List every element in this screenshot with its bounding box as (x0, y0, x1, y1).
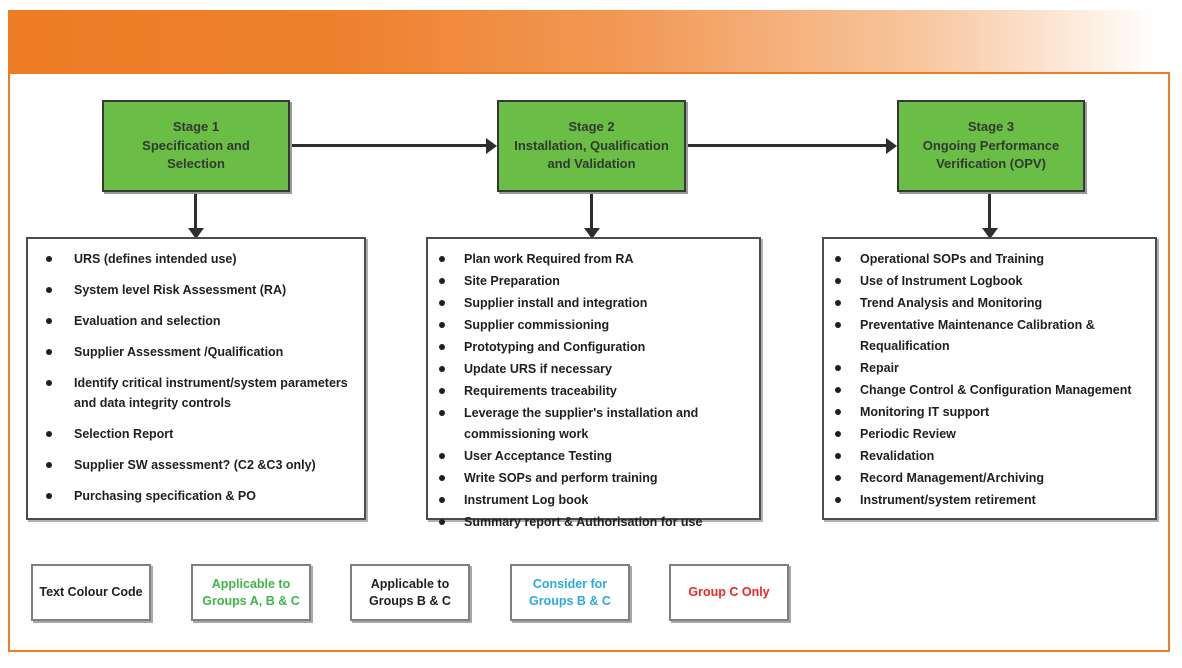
stage-2-title-line3: and Validation (547, 156, 636, 172)
list-item: Monitoring IT support (824, 402, 1151, 423)
list-item: User Acceptance Testing (428, 446, 755, 467)
list-item: Selection Report (28, 424, 360, 444)
stage-1-items: URS (defines intended use) System level R… (28, 249, 360, 506)
list-item: Preventative Maintenance Calibration & R… (824, 315, 1151, 357)
list-item: Supplier commissioning (428, 315, 755, 336)
arrow-stage2-to-list (590, 194, 593, 228)
legend-group-c-only: Group C Only (669, 564, 789, 621)
list-item: Site Preparation (428, 271, 755, 292)
list-item: Leverage the supplier's installation and… (428, 403, 755, 445)
list-item: Requirements traceability (428, 381, 755, 402)
legend-label: Consider for Groups B & C (529, 577, 611, 608)
list-item: Evaluation and selection (28, 311, 360, 331)
list-item: Instrument Log book (428, 490, 755, 511)
list-item: Trend Analysis and Monitoring (824, 293, 1151, 314)
stage-3-title-line2: Ongoing Performance (922, 137, 1060, 153)
arrow-stage1-to-list (194, 194, 197, 228)
stage-1-title-line3: Selection (167, 156, 225, 172)
stage-1-title-line1: Stage 1 (172, 118, 220, 134)
arrow-stage3-to-list (988, 194, 991, 228)
legend-label: Applicable to Groups B & C (369, 577, 451, 608)
stage-3-title-line1: Stage 3 (967, 118, 1015, 134)
list-item: Purchasing specification & PO (28, 486, 360, 506)
arrowhead-down-icon (188, 228, 204, 239)
legend-label: Group C Only (688, 585, 770, 600)
arrowhead-down-icon (584, 228, 600, 239)
list-item: Revalidation (824, 446, 1151, 467)
stage-1-box: Stage 1 Specification and Selection (102, 100, 290, 192)
list-item: Update URS if necessary (428, 359, 755, 380)
arrowhead-down-icon (982, 228, 998, 239)
list-item: Repair (824, 358, 1151, 379)
list-item: Identify critical instrument/system para… (28, 373, 360, 413)
stage-3-title-line3: Verification (OPV) (936, 156, 1046, 172)
list-item: Supplier Assessment /Qualification (28, 342, 360, 362)
list-item: Write SOPs and perform training (428, 468, 755, 489)
stage-2-title-line1: Stage 2 (568, 118, 615, 134)
arrowhead-right-icon (886, 138, 897, 154)
legend-groups-a-b-c: Applicable to Groups A, B & C (191, 564, 311, 621)
list-item: Periodic Review (824, 424, 1151, 445)
legend-consider-groups-b-c: Consider for Groups B & C (510, 564, 630, 621)
list-item: Use of Instrument Logbook (824, 271, 1151, 292)
list-item: Record Management/Archiving (824, 468, 1151, 489)
list-item: Change Control & Configuration Managemen… (824, 380, 1151, 401)
arrow-stage1-to-stage2 (292, 144, 487, 147)
arrowhead-right-icon (486, 138, 497, 154)
list-item: URS (defines intended use) (28, 249, 360, 269)
list-item: Instrument/system retirement (824, 490, 1151, 511)
arrow-stage2-to-stage3 (688, 144, 886, 147)
list-item: Summary report & Authorisation for use (428, 512, 755, 533)
list-item: Plan work Required from RA (428, 249, 755, 270)
legend-groups-b-c: Applicable to Groups B & C (350, 564, 470, 621)
legend-text-colour-code: Text Colour Code (31, 564, 151, 621)
stage-1-title-line2: Specification and (142, 137, 250, 153)
legend-label: Text Colour Code (39, 585, 143, 600)
list-item: Prototyping and Configuration (428, 337, 755, 358)
stage-2-box: Stage 2 Installation, Qualification and … (497, 100, 686, 192)
stage-1-activity-list: URS (defines intended use) System level R… (26, 237, 366, 520)
stage-2-title-line2: Installation, Qualification (514, 137, 669, 153)
orange-header-bar (8, 10, 1155, 72)
list-item: Supplier SW assessment? (C2 &C3 only) (28, 455, 360, 475)
legend-label: Applicable to Groups A, B & C (202, 577, 300, 608)
list-item: Supplier install and integration (428, 293, 755, 314)
list-item: System level Risk Assessment (RA) (28, 280, 360, 300)
stage-3-box: Stage 3 Ongoing Performance Verification… (897, 100, 1085, 192)
list-item: Operational SOPs and Training (824, 249, 1151, 270)
